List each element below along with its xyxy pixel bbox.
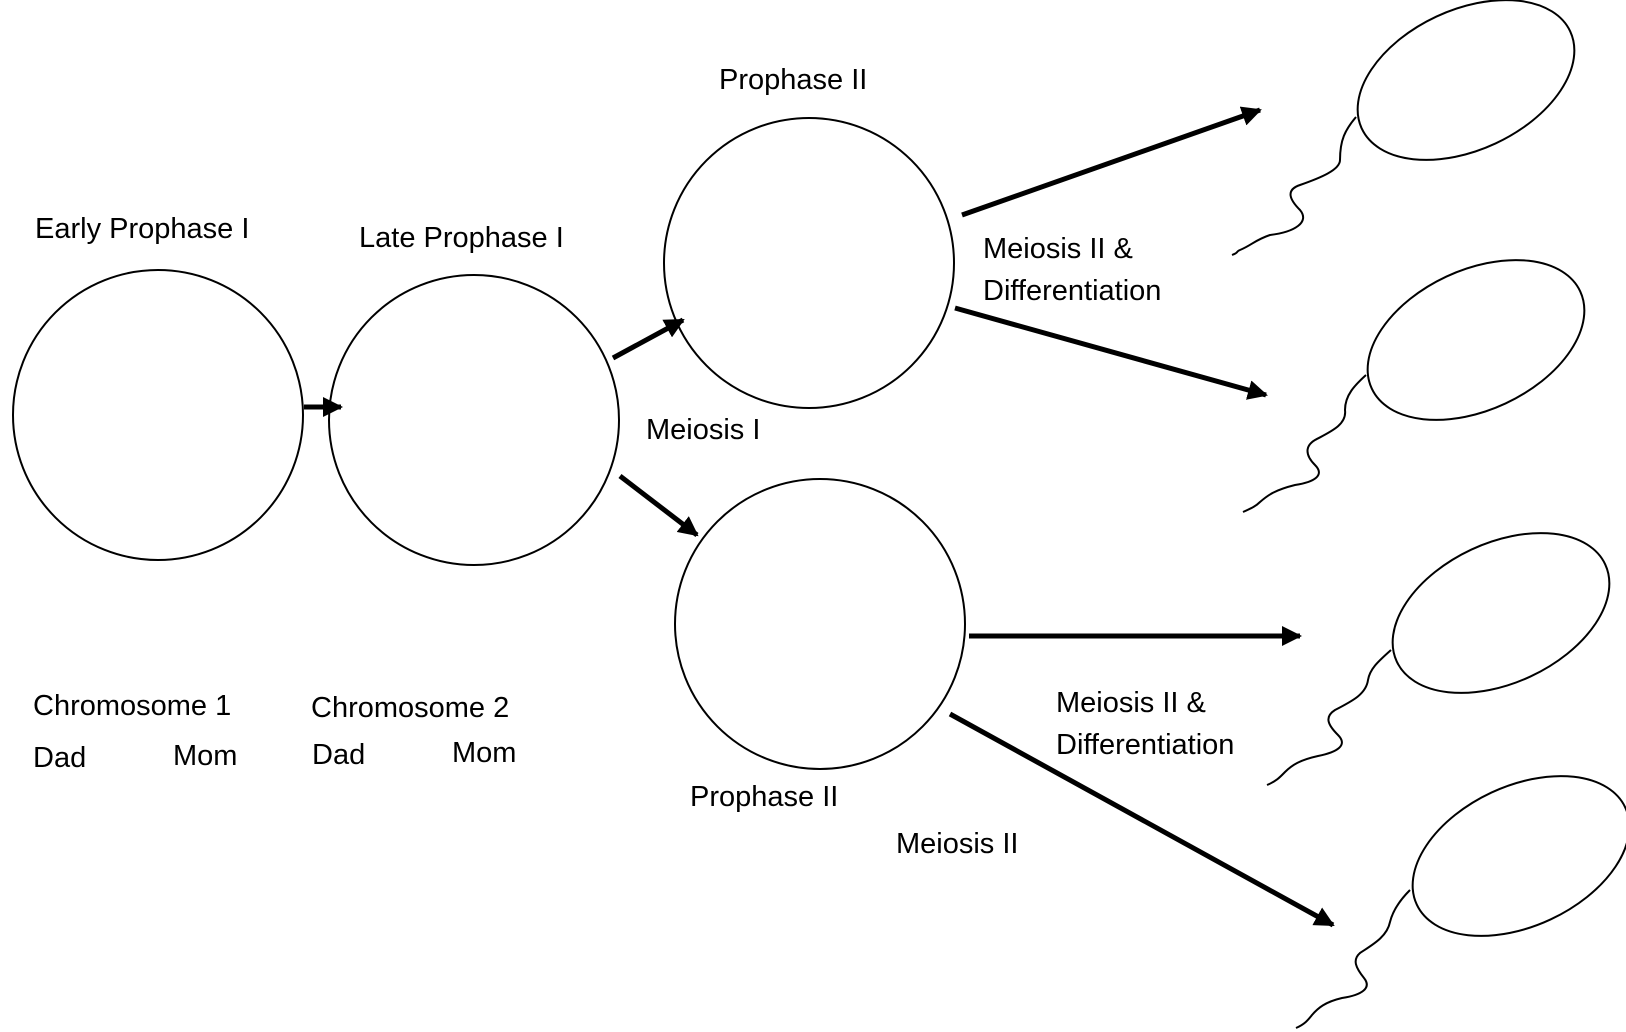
meiosis-2-differentiation-bottom-line-1: Meiosis II & [1056, 687, 1206, 719]
meiosis-2-differentiation-bottom-line-2: Differentiation [1056, 729, 1235, 761]
chromosome-2-mom: Mom [452, 737, 517, 769]
meiosis-2-label: Meiosis II [896, 828, 1019, 860]
sperm-head-3 [1391, 532, 1611, 694]
late-prophase-1-cell [328, 274, 620, 566]
chromosome-2-dad: Dad [312, 739, 366, 771]
late-prophase-1-label: Late Prophase I [359, 222, 564, 254]
sperm-tail-2 [1242, 374, 1367, 513]
early-prophase-1-label: Early Prophase I [35, 213, 250, 245]
arrow-late-to-top [611, 317, 685, 361]
chromosome-1-dad: Dad [33, 742, 87, 774]
early-prophase-1-cell [12, 269, 304, 561]
prophase-2-bottom-cell [674, 478, 966, 770]
meiosis-1-label: Meiosis I [646, 414, 761, 446]
chromosome-1-mom: Mom [173, 740, 238, 772]
chromosome-1-title: Chromosome 1 [33, 690, 232, 722]
arrow-late-to-bottom [618, 474, 699, 537]
arrow-top-to-sperm-2 [954, 305, 1268, 400]
sperm-tail-3 [1266, 649, 1392, 786]
chromosome-2-title: Chromosome 2 [311, 692, 510, 724]
prophase-2-top-label: Prophase II [719, 64, 868, 96]
meiosis-2-differentiation-top-line-2: Differentiation [983, 275, 1162, 307]
sperm-tail-4 [1295, 889, 1411, 1029]
arrow-bottom-to-sperm-4 [948, 711, 1335, 928]
meiosis-2-differentiation-top-line-1: Meiosis II & [983, 233, 1133, 265]
sperm-head-2 [1366, 259, 1586, 421]
sperm-tail-1 [1231, 116, 1357, 256]
sperm-head-4 [1411, 775, 1626, 937]
prophase-2-top-cell [663, 117, 955, 409]
prophase-2-bottom-label: Prophase II [690, 781, 839, 813]
sperm-head-1 [1356, 0, 1576, 161]
arrow-top-to-sperm-1 [961, 106, 1262, 218]
